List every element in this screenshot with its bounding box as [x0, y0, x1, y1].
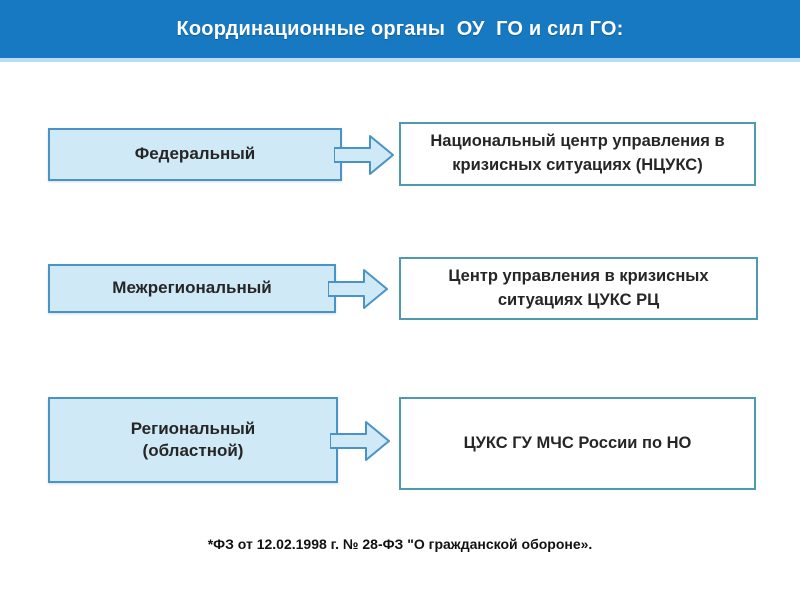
slide-title: Координационные органы ОУ ГО и сил ГО:: [176, 17, 624, 40]
level-box-federal: Федеральный: [48, 128, 342, 181]
arrow-right-icon: [328, 267, 390, 311]
level-box-interregional: Межрегиональный: [48, 264, 336, 313]
arrow-right-icon: [334, 133, 396, 177]
slide-title-bar: Координационные органы ОУ ГО и сил ГО:: [0, 0, 800, 62]
footnote-law-reference: *ФЗ от 12.02.1998 г. № 28-ФЗ "О гражданс…: [207, 536, 593, 552]
org-box-ncuks: Национальный центр управления в кризисны…: [399, 122, 756, 186]
org-box-cuks-gu-mchs: ЦУКС ГУ МЧС России по НО: [399, 397, 756, 490]
org-box-cuks-rc: Центр управления в кризисных ситуациях Ц…: [399, 257, 758, 320]
level-box-regional: Региональный (областной): [48, 397, 338, 483]
arrow-right-icon: [330, 419, 392, 463]
